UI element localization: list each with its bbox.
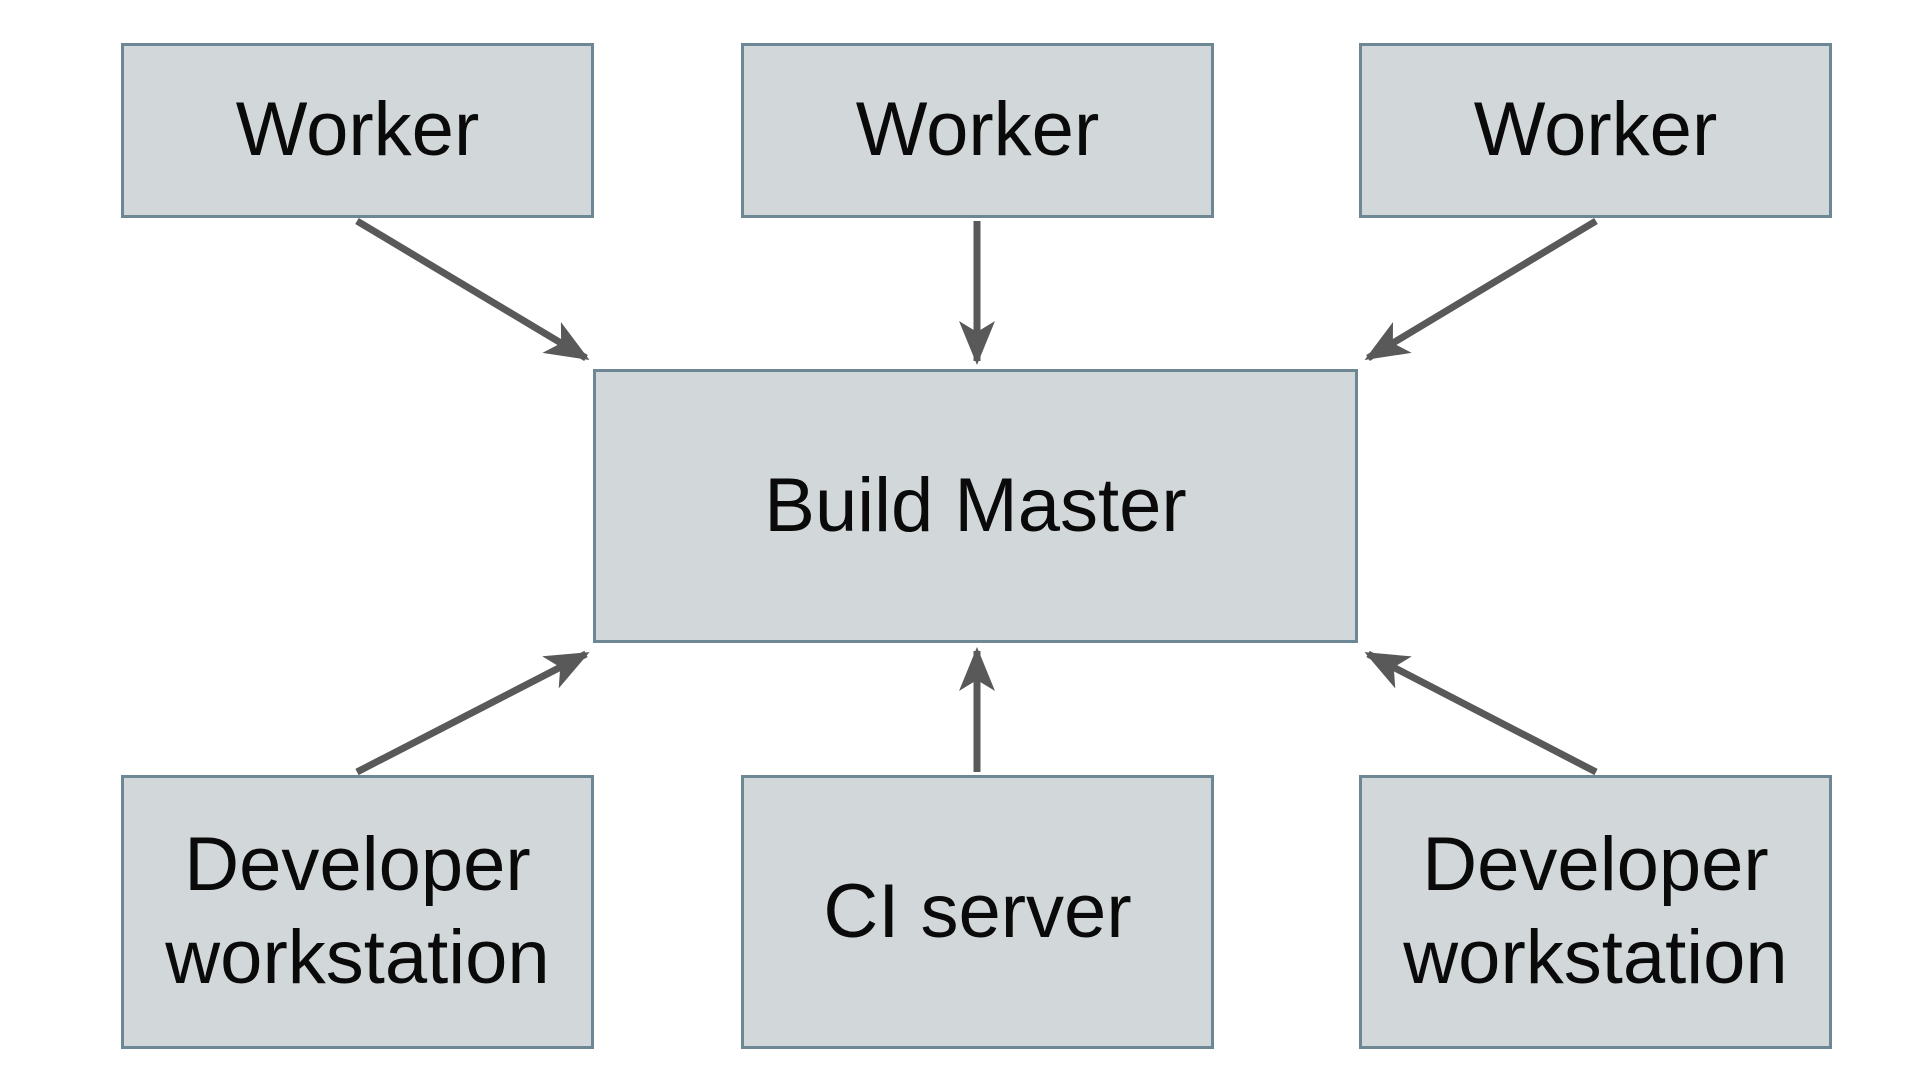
node-worker-3: Worker: [1359, 43, 1832, 218]
edge-arrow-worker-3-to-build-master: [1364, 217, 1598, 362]
node-developer-workstation-left-label: Developer workstation: [165, 822, 550, 1000]
node-worker-1-label: Worker: [235, 87, 480, 173]
node-worker-2: Worker: [741, 43, 1214, 218]
node-ci-server-label: CI server: [823, 868, 1132, 954]
node-ci-server: CI server: [741, 775, 1214, 1049]
node-developer-workstation-right-label: Developer workstation: [1403, 822, 1788, 1000]
node-build-master: Build Master: [593, 369, 1358, 643]
node-worker-2-label: Worker: [855, 87, 1100, 173]
node-developer-workstation-right: Developer workstation: [1359, 775, 1832, 1049]
node-developer-workstation-left: Developer workstation: [121, 775, 594, 1049]
node-build-master-label: Build Master: [764, 462, 1187, 548]
edge-arrow-worker-1-to-build-master: [355, 217, 590, 362]
node-worker-1: Worker: [121, 43, 594, 218]
edge-arrow-developer-workstation-right-to-build-master: [1364, 650, 1598, 776]
node-worker-3-label: Worker: [1473, 87, 1718, 173]
edge-arrow-developer-workstation-left-to-build-master: [355, 650, 590, 776]
